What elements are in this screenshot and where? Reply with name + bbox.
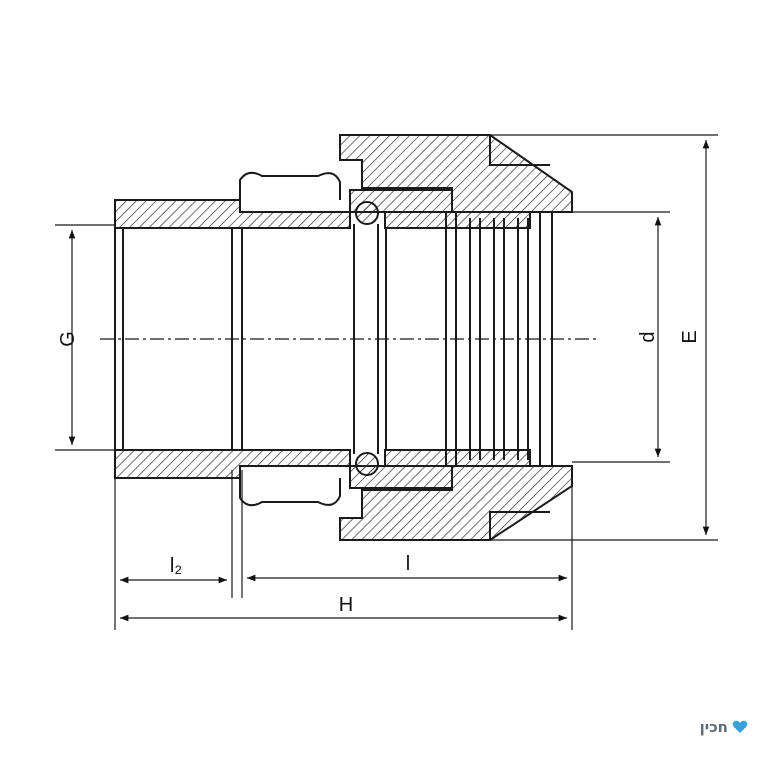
label-d: d xyxy=(637,331,659,342)
fitting-body xyxy=(114,134,573,541)
label-l2: l₂ xyxy=(170,555,182,577)
dimension-lines xyxy=(55,134,718,630)
label-G: G xyxy=(57,331,79,347)
heart-icon xyxy=(732,720,748,733)
label-H: H xyxy=(339,594,353,616)
brand-logo: חכין xyxy=(700,718,748,736)
label-l: l xyxy=(406,553,410,575)
logo-text: חכין xyxy=(699,718,728,736)
label-E: E xyxy=(679,330,701,343)
